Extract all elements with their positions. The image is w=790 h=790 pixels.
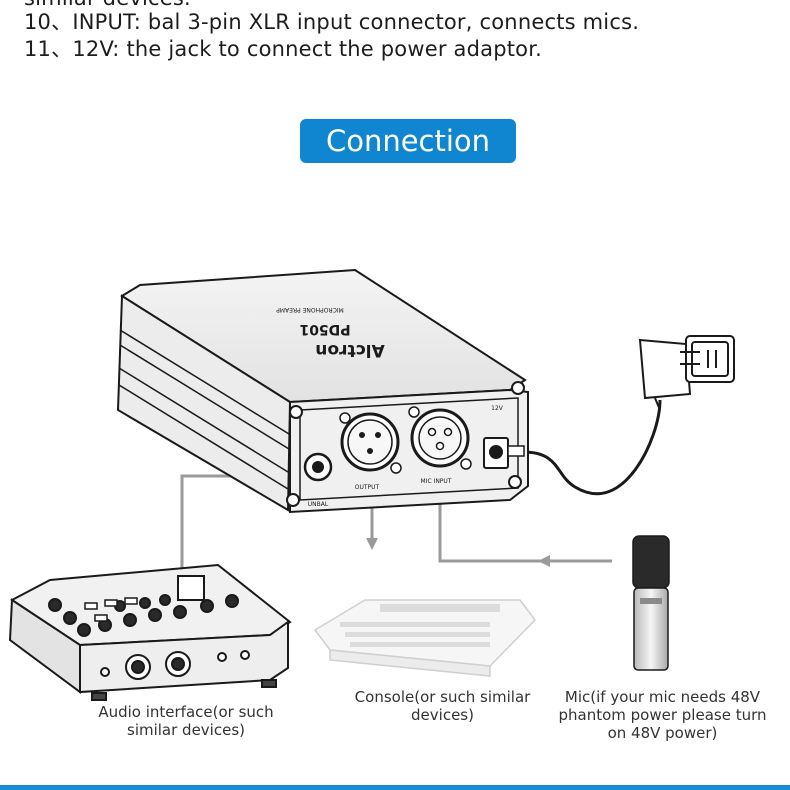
power-adaptor [638, 335, 735, 411]
microphone [632, 535, 670, 671]
label-output: OUTPUT [355, 484, 380, 491]
brand-label: Alctron [315, 340, 384, 360]
text-line-previous: similar devices. [24, 0, 191, 10]
caption-console: Console(or such similar devices) [354, 688, 531, 724]
audio-interface-device [8, 563, 292, 701]
caption-audio-interface: Audio interface(or such similar devices) [98, 703, 274, 739]
preamp-device: Alctron PD501 MICROPHONE PREAMP 12V OUTP… [116, 268, 529, 514]
text-line-input: 10、INPUT: bal 3-pin XLR input connector,… [24, 10, 640, 34]
connection-banner: Connection [300, 119, 516, 163]
label-unbal: UNBAL [308, 501, 329, 508]
label-mic-input: MIC INPUT [421, 478, 452, 485]
subtitle-label: MICROPHONE PREAMP [276, 306, 344, 313]
bottom-accent-bar [0, 785, 790, 790]
console-device [313, 599, 536, 677]
label-12v: 12V [491, 405, 504, 412]
text-line-12v: 11、12V: the jack to connect the power ad… [24, 37, 542, 61]
model-label: PD501 [299, 321, 350, 337]
power-cable [522, 399, 662, 496]
caption-mic: Mic(if your mic needs 48V phantom power … [558, 688, 767, 742]
